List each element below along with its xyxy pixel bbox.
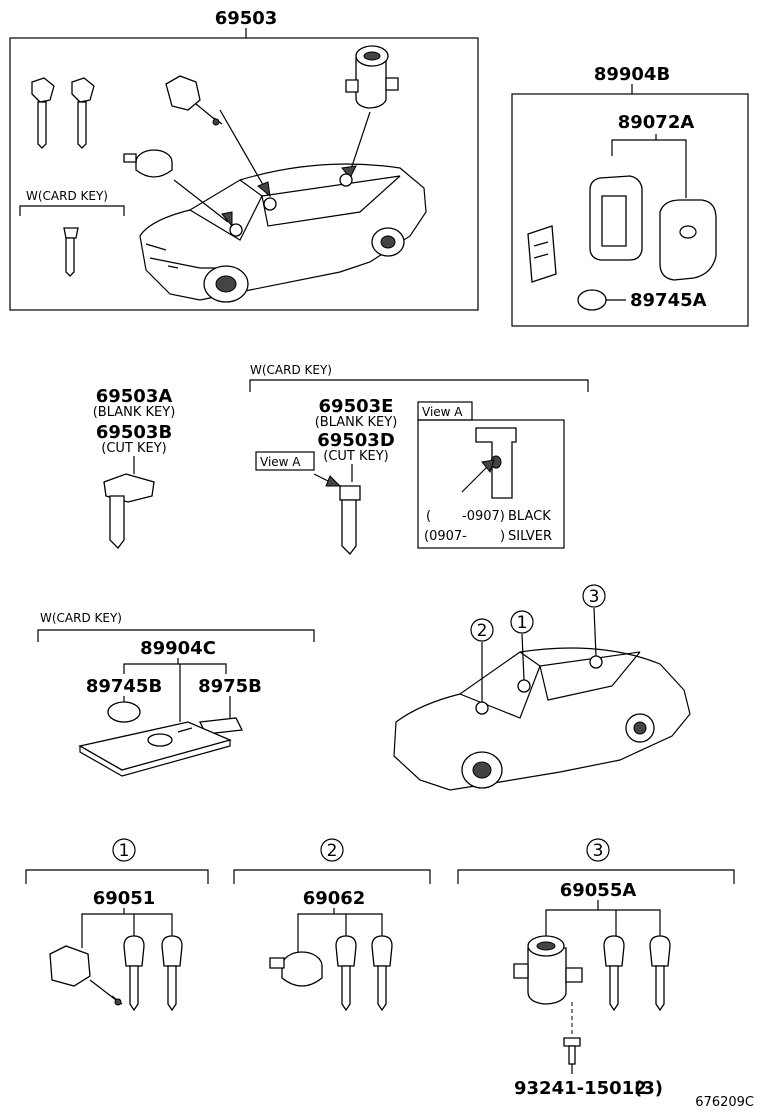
- view-a-tag[interactable]: [255, 451, 315, 471]
- location-3-number: 3: [589, 587, 600, 607]
- view-a-title: View A: [422, 405, 463, 419]
- bolt-icon[interactable]: [563, 1037, 581, 1065]
- set-3-number: 3: [593, 841, 604, 861]
- smart-key-case-part-number[interactable]: 89072A: [618, 112, 695, 133]
- smart-key-assembly: 89904B 89072A 89745A: [511, 64, 749, 327]
- door-cylinder-icon[interactable]: [49, 945, 123, 1006]
- location-2-marker[interactable]: [470, 618, 494, 642]
- lock-set-assembly: 69503: [9, 8, 479, 311]
- card-key-part-number[interactable]: 89904C: [140, 638, 216, 659]
- set-2-part-number[interactable]: 69062: [303, 888, 366, 909]
- view-a-row1-open: (: [426, 509, 431, 524]
- lock-set-2: 2 69062: [233, 838, 431, 1012]
- key-icon[interactable]: [31, 77, 55, 149]
- card-key-label: W(CARD KEY): [26, 189, 108, 203]
- location-1-marker[interactable]: [510, 610, 534, 634]
- view-a-row2-close: ): [500, 529, 505, 544]
- card-emergency-key-icon[interactable]: [339, 485, 361, 555]
- door-lock-cylinder-icon[interactable]: [165, 75, 223, 126]
- cut-key-note: (CUT KEY): [101, 441, 167, 456]
- ignition-cylinder-icon[interactable]: [513, 935, 583, 1005]
- location-2-number: 2: [477, 621, 488, 641]
- key-icon[interactable]: [371, 935, 393, 1012]
- smart-key-cover-icon[interactable]: [659, 199, 717, 281]
- view-a-title-box: [417, 401, 473, 421]
- card-cut-key-part-number[interactable]: 69503D: [317, 430, 395, 451]
- card-key-key-group: W(CARD KEY) 69503E (BLANK KEY) 69503D (C…: [249, 363, 589, 555]
- set-1-number: 1: [119, 841, 130, 861]
- location-1-number: 1: [517, 613, 528, 633]
- card-key-section-label: W(CARD KEY): [250, 363, 332, 377]
- view-a-box: [417, 419, 565, 549]
- card-battery-icon[interactable]: [107, 701, 141, 723]
- bolt-part-number[interactable]: 93241-15012: [514, 1078, 647, 1099]
- battery-icon[interactable]: [577, 289, 607, 311]
- blank-key-note: (BLANK KEY): [93, 405, 176, 420]
- bolt-quantity: (3): [634, 1078, 663, 1099]
- key-icon[interactable]: [161, 935, 183, 1012]
- view-a-row2-color: SILVER: [508, 529, 552, 544]
- view-a-row1-color: BLACK: [508, 509, 551, 524]
- card-key-body-icon[interactable]: [78, 721, 232, 777]
- key-icon[interactable]: [649, 935, 671, 1012]
- card-key-assembly: W(CARD KEY) 89904C 89745B 8975B: [37, 611, 315, 777]
- ignition-cylinder-icon[interactable]: [345, 45, 399, 109]
- key-icon[interactable]: [335, 935, 357, 1012]
- view-a-row2-range: (0907-: [424, 529, 467, 544]
- card-key-icon[interactable]: [63, 227, 79, 277]
- blank-key-part-number[interactable]: 69503A: [96, 386, 173, 407]
- lock-set-3: 3 69055A 93241-15012 (3): [457, 838, 735, 1099]
- location-vehicle: 2 1 3: [393, 584, 691, 791]
- set-3-part-number[interactable]: 69055A: [560, 880, 637, 901]
- lock-set-part-number[interactable]: 69503: [215, 8, 278, 29]
- key-icon[interactable]: [123, 935, 145, 1012]
- diagram-code: 676209C: [695, 1095, 754, 1110]
- card-blank-key-note: (BLANK KEY): [315, 415, 398, 430]
- location-3-marker[interactable]: [582, 584, 606, 608]
- set-3-marker: [586, 838, 610, 862]
- cut-key-part-number[interactable]: 69503B: [96, 422, 172, 443]
- set-1-part-number[interactable]: 69051: [93, 888, 156, 909]
- key-icon[interactable]: [71, 77, 95, 149]
- key-icon[interactable]: [603, 935, 625, 1012]
- vehicle-icon: [139, 163, 427, 303]
- view-a-tag-label: View A: [260, 455, 301, 469]
- card-battery-part-number[interactable]: 89745B: [86, 676, 162, 697]
- set-2-number: 2: [327, 841, 338, 861]
- lock-set-frame: [9, 37, 479, 311]
- set-2-marker: [320, 838, 344, 862]
- lock-set-1: 1 69051: [25, 838, 209, 1012]
- master-key-group: 69503A (BLANK KEY) 69503B (CUT KEY): [93, 386, 176, 549]
- key-head-detail-icon: [475, 427, 517, 499]
- card-cut-key-note: (CUT KEY): [323, 449, 389, 464]
- set-1-marker: [112, 838, 136, 862]
- key-case-icon[interactable]: [589, 175, 643, 261]
- card-key-bottom-label: W(CARD KEY): [40, 611, 122, 625]
- master-key-icon[interactable]: [103, 473, 155, 549]
- card-case-part-number[interactable]: 8975B: [198, 676, 262, 697]
- luggage-cylinder-icon[interactable]: [269, 951, 323, 987]
- card-blank-key-part-number[interactable]: 69503E: [319, 396, 394, 417]
- luggage-cylinder-icon[interactable]: [123, 149, 173, 178]
- smart-key-part-number[interactable]: 89904B: [594, 64, 670, 85]
- emergency-key-icon[interactable]: [527, 225, 557, 283]
- battery-part-number[interactable]: 89745A: [630, 290, 707, 311]
- smart-key-frame: [511, 93, 749, 327]
- view-a-row1-range: -0907): [462, 509, 505, 524]
